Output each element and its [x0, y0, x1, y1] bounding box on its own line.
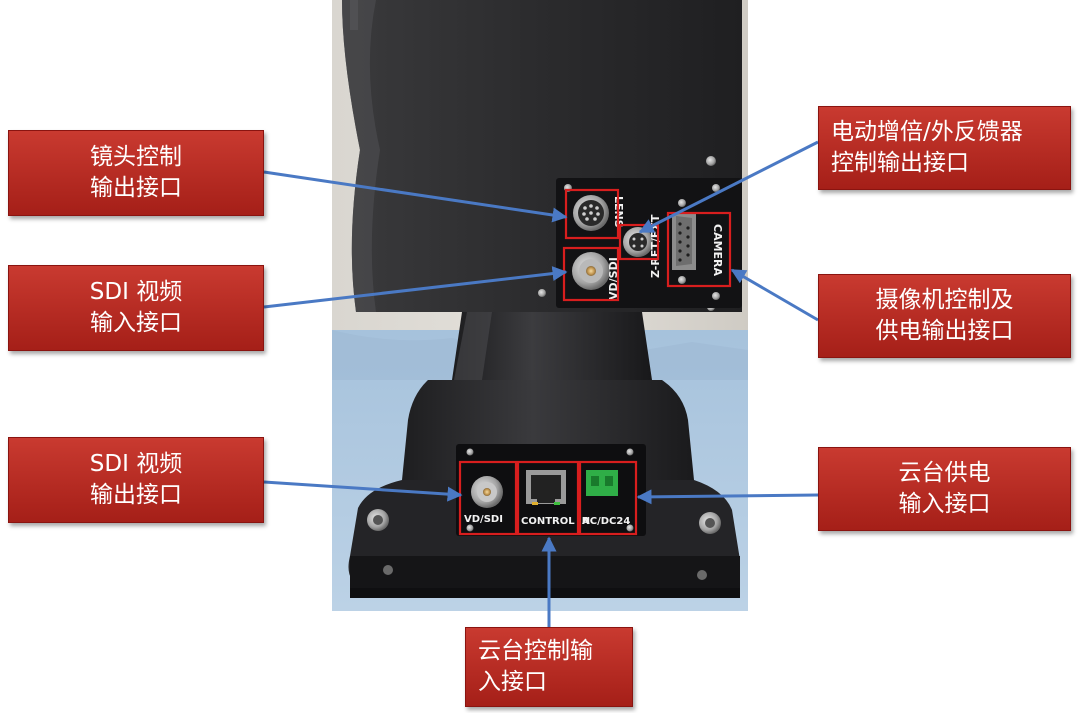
device-photo: LENS VD/SDI Z-RET/EXT CAMERA VD/SDI CONT… [332, 0, 748, 611]
arrow-sdi-in [263, 266, 568, 309]
callout-zoom-feedback-output: 电动增倍/外反馈器 控制输出接口 [818, 106, 1071, 190]
callout-sdi-video-output: SDI 视频 输出接口 [8, 437, 264, 523]
panel-label-acdc: AC/DC24 [582, 516, 630, 527]
arrow-lens [263, 170, 568, 223]
callout-sdi-out-line2: 输出接口 [90, 482, 182, 508]
callout-zoom-line1: 电动增倍/外反馈器 [831, 119, 1023, 145]
arrow-camera [730, 268, 819, 322]
callout-zoom-line2: 控制输出接口 [831, 150, 969, 176]
highlight-camera [666, 211, 732, 288]
callout-camera-line2: 供电输出接口 [875, 318, 1014, 344]
callout-pan-tilt-control-input: 云台控制输 入接口 [465, 627, 633, 707]
arrow-power [636, 489, 819, 505]
callout-camera-control-power-output: 摄像机控制及 供电输出接口 [818, 274, 1071, 358]
callout-power-line1: 云台供电 [898, 460, 991, 486]
callout-sdi-out-line1: SDI 视频 [89, 451, 183, 477]
callout-lens-control-output: 镜头控制 输出接口 [8, 130, 264, 216]
arrow-zoom [638, 140, 819, 234]
panel-label-vdsdi-top: VD/SDI [607, 257, 620, 300]
callout-sdi-in-line1: SDI 视频 [89, 279, 183, 305]
highlight-acdc [578, 460, 638, 536]
callout-control-line1: 云台控制输 [478, 638, 593, 664]
callout-lens-line2: 输出接口 [90, 175, 182, 201]
callout-pan-tilt-power-input: 云台供电 输入接口 [818, 447, 1071, 531]
callout-control-line2: 入接口 [478, 669, 547, 695]
callout-camera-line1: 摄像机控制及 [875, 287, 1014, 313]
arrow-sdi-out [263, 480, 463, 502]
callout-sdi-video-input: SDI 视频 输入接口 [8, 265, 264, 351]
callout-sdi-in-line2: 输入接口 [90, 310, 182, 336]
panel-label-camera: CAMERA [711, 224, 724, 277]
callout-power-line2: 输入接口 [898, 491, 991, 517]
highlight-control-in [516, 460, 580, 536]
callout-lens-line1: 镜头控制 [90, 144, 182, 170]
panel-label-control-in: CONTROL IN [521, 516, 590, 527]
panel-label-vdsdi-bottom: VD/SDI [464, 514, 503, 525]
